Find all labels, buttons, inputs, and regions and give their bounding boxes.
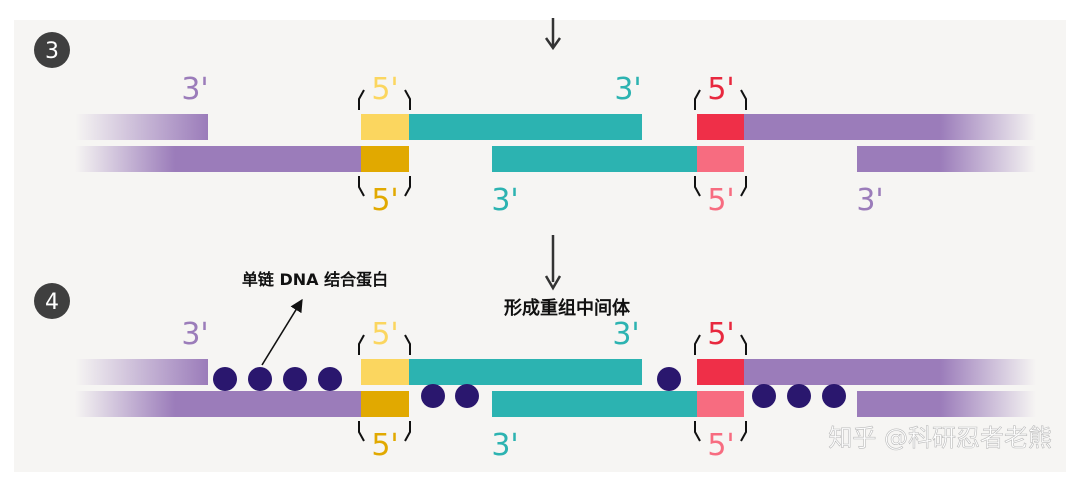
s3-top-teal xyxy=(409,114,642,140)
ssb-protein xyxy=(421,384,445,408)
s4-bracket-top-right xyxy=(404,334,411,355)
s4-bracket-red-bottom-left xyxy=(694,421,701,442)
s4-bottom-yellow xyxy=(361,391,409,417)
s4-top-teal xyxy=(409,359,642,385)
s4-top-yellow xyxy=(361,359,409,385)
s4-bracket-red-top-left xyxy=(694,334,701,355)
s4-bottom-purple-right-solid xyxy=(857,391,940,417)
s4-label-5prime-top-red: 5' xyxy=(707,317,734,352)
intermediate-caption: 形成重组中间体 xyxy=(504,297,631,319)
s4-top-purple-right-fade xyxy=(940,359,1036,385)
s4-bracket-red-bottom-right xyxy=(740,421,747,442)
step-4-number: 4 xyxy=(45,290,59,315)
s3-top-purple-right-solid xyxy=(744,114,940,140)
s4-label-3prime-top-teal: 3' xyxy=(612,317,639,352)
s3-label-3prime-bottom-right: 3' xyxy=(856,183,883,218)
s3-top-yellow xyxy=(361,114,409,140)
s4-bracket-red-top-right xyxy=(740,334,747,355)
s3-bracket-red-top-right xyxy=(740,89,747,110)
s4-bracket-bottom-right xyxy=(404,421,411,442)
watermark: 知乎 @科研忍者老熊 xyxy=(828,424,1052,452)
s3-bracket-top-right xyxy=(404,89,411,110)
s4-top-purple-left xyxy=(75,359,208,385)
step-4-badge xyxy=(34,283,70,319)
s4-bracket-top-left xyxy=(358,334,365,355)
step-3-badge xyxy=(34,32,70,68)
step-4: 4 单链 DNA 结合蛋白 形成重组中间体 xyxy=(34,270,1036,463)
s3-label-5prime-bottom-red: 5' xyxy=(707,183,734,218)
middle-down-arrow-head xyxy=(544,275,562,291)
s3-bottom-purple-left-fade xyxy=(75,146,175,172)
s4-label-5prime-bottom-yellow: 5' xyxy=(371,428,398,463)
ssb-protein xyxy=(787,384,811,408)
s4-bracket-bottom-left xyxy=(358,421,365,442)
ssb-protein xyxy=(248,367,272,391)
s3-top-purple-right-fade xyxy=(940,114,1036,140)
s4-bottom-purple-right-fade xyxy=(940,391,1036,417)
ssb-protein xyxy=(822,384,846,408)
ssb-protein xyxy=(318,367,342,391)
s3-bottom-red xyxy=(697,146,744,172)
s3-label-3prime-top-teal: 3' xyxy=(614,72,641,107)
s3-label-5prime-bottom-yellow: 5' xyxy=(371,183,398,218)
s4-label-3prime-bottom-teal: 3' xyxy=(491,428,518,463)
s4-top-purple-right-solid xyxy=(744,359,940,385)
s3-top-red xyxy=(697,114,744,140)
ssb-protein xyxy=(455,384,479,408)
s3-label-5prime-top-yellow: 5' xyxy=(371,72,398,107)
s3-label-5prime-top-red: 5' xyxy=(707,72,734,107)
s4-bottom-purple-left xyxy=(175,391,361,417)
s4-label-3prime-top-left: 3' xyxy=(181,317,208,352)
s3-top-purple-left xyxy=(75,114,208,140)
ssb-protein xyxy=(752,384,776,408)
s4-top-red xyxy=(697,359,744,385)
s3-bottom-purple-right-fade xyxy=(940,146,1036,172)
s3-bottom-teal xyxy=(492,146,697,172)
ssb-annotation: 单链 DNA 结合蛋白 xyxy=(242,270,388,289)
s4-bottom-teal xyxy=(492,391,697,417)
s3-bottom-yellow xyxy=(361,146,409,172)
s4-label-5prime-bottom-red: 5' xyxy=(707,428,734,463)
s3-bracket-red-top-left xyxy=(694,89,701,110)
s4-label-5prime-top-yellow: 5' xyxy=(371,317,398,352)
s3-bottom-purple-left xyxy=(175,146,361,172)
ssb-protein xyxy=(657,367,681,391)
step-3: 3 xyxy=(34,18,1036,218)
s4-bottom-red xyxy=(697,391,744,417)
ssb-protein xyxy=(283,367,307,391)
s3-bracket-top-left xyxy=(358,89,365,110)
s4-bottom-purple-left-fade xyxy=(75,391,175,417)
s3-bracket-red-bottom-left xyxy=(694,176,701,197)
s3-bottom-purple-right-solid xyxy=(857,146,940,172)
s3-label-3prime-bottom-teal: 3' xyxy=(491,183,518,218)
s3-bracket-red-bottom-right xyxy=(740,176,747,197)
ssb-protein xyxy=(213,367,237,391)
s3-bracket-bottom-right xyxy=(404,176,411,197)
s3-bracket-bottom-left xyxy=(358,176,365,197)
step-3-number: 3 xyxy=(45,39,59,64)
step-3-down-arrow-head xyxy=(544,37,562,51)
s3-label-3prime-top-left: 3' xyxy=(181,72,208,107)
ssb-annotation-arrow xyxy=(261,298,303,366)
